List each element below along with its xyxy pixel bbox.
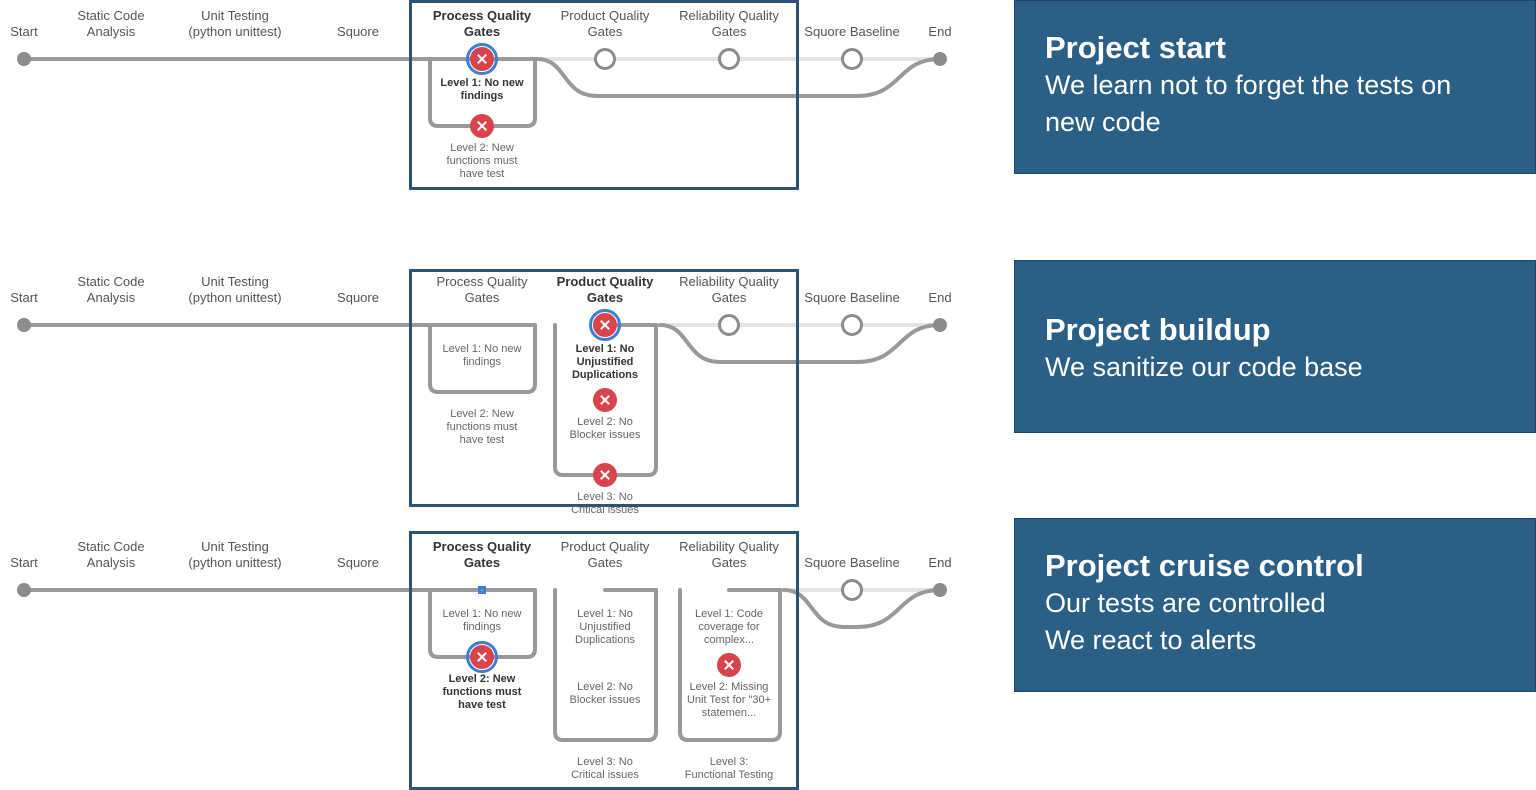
stage-label-unit-testing: Unit Testing (python unittest): [188, 8, 282, 39]
filled-dot-icon: [933, 52, 947, 66]
stage-label-reliability: Reliability Quality Gates: [679, 539, 779, 570]
highlight-frame: [409, 0, 799, 190]
stage-label-squore: Squore: [337, 24, 379, 39]
sub-label-no-blocker: Level 2: No Blocker issues: [569, 416, 641, 441]
stage-label-squore: Squore: [337, 555, 379, 570]
pipeline-2: Start Static Code Analysis Unit Testing (p…: [0, 266, 1000, 516]
bypass-line: [658, 323, 942, 364]
panel-project-buildup: Project buildup We sanitize our code bas…: [1014, 260, 1536, 433]
stage-label-baseline: Squore Baseline: [804, 555, 900, 570]
sub-label-no-blocker: Level 2: No Blocker issues: [569, 681, 641, 706]
filled-dot-icon: [17, 583, 31, 597]
stage-label-product: Product Quality Gates: [556, 274, 654, 305]
empty-circle-icon: [841, 48, 863, 70]
bypass-line: [782, 588, 942, 629]
sub-label-no-unjustified-dup: Level 1: No Unjustified Duplications: [571, 343, 639, 381]
stage-label-process: Process Quality Gates: [432, 8, 532, 39]
stage-label-baseline: Squore Baseline: [804, 290, 900, 305]
sub-label-functional-testing: Level 3: Functional Testing: [684, 756, 774, 781]
stage-label-baseline: Squore Baseline: [804, 24, 900, 39]
panel-text: We learn not to forget the tests on: [1045, 70, 1452, 100]
filled-dot-icon: [17, 318, 31, 332]
panel-text: Our tests are controlled: [1045, 588, 1326, 618]
sub-label-new-functions-test: Level 2: New functions must have test: [446, 142, 518, 180]
sub-label-new-functions-test: Level 2: New functions must have test: [446, 408, 518, 446]
stage-label-static-code: Static Code Analysis: [77, 274, 145, 305]
branch-box: [428, 323, 537, 394]
cross-icon: [466, 43, 498, 75]
sub-label-new-functions-test: Level 2: New functions must have test: [442, 673, 522, 711]
panel-project-start: Project start We learn not to forget the…: [1014, 0, 1536, 174]
cross-icon: [470, 114, 494, 138]
stage-label-start: Start: [10, 24, 38, 39]
sub-label-no-new-findings: Level 1: No new findings: [442, 343, 522, 368]
pipeline-connectors: [22, 588, 942, 742]
stage-label-product: Product Quality Gates: [560, 539, 650, 570]
branch-box: [678, 588, 782, 742]
stage-label-end: End: [928, 555, 952, 570]
empty-circle-icon: [594, 48, 616, 70]
cross-icon: [593, 388, 617, 412]
stage-label-process: Process Quality Gates: [436, 274, 528, 305]
cross-icon: [589, 309, 621, 341]
cross-icon: [717, 653, 741, 677]
sub-label-no-critical: Level 3: No Critical issues: [571, 756, 639, 781]
pipeline-3: Start Static Code Analysis Unit Testing (p…: [0, 531, 1000, 790]
stage-label-end: End: [928, 24, 952, 39]
empty-circle-icon: [841, 579, 863, 601]
panel-text: We react to alerts: [1045, 625, 1257, 655]
highlight-frame: [409, 269, 799, 507]
filled-dot-icon: [933, 318, 947, 332]
bypass-line: [535, 57, 942, 98]
stage-label-unit-testing: Unit Testing (python unittest): [188, 274, 282, 305]
sub-label-no-critical: Level 3: No Critical issues: [571, 491, 639, 516]
stage-label-reliability: Reliability Quality Gates: [679, 8, 779, 39]
sub-label-no-new-findings: Level 1: No new findings: [442, 608, 522, 633]
stage-label-reliability: Reliability Quality Gates: [679, 274, 779, 305]
pipeline-1: Start Static Code Analysis Unit Testing (p…: [0, 0, 1000, 196]
branch-box: [553, 588, 658, 742]
panel-title: Project start: [1045, 30, 1226, 65]
stage-label-start: Start: [10, 555, 38, 570]
filled-dot-icon: [17, 52, 31, 66]
cross-icon: [593, 463, 617, 487]
panel-project-cruise-control: Project cruise control Our tests are con…: [1014, 518, 1536, 692]
pipeline-connectors: [22, 57, 942, 128]
sub-label-no-new-findings: Level 1: No new findings: [440, 77, 524, 102]
stage-label-product: Product Quality Gates: [560, 8, 650, 39]
empty-circle-icon: [841, 314, 863, 336]
panel-title: Project buildup: [1045, 312, 1271, 347]
cross-icon: [466, 641, 498, 673]
panel-text: new code: [1045, 107, 1161, 137]
stage-label-static-code: Static Code Analysis: [77, 539, 145, 570]
sub-label-code-coverage: Level 1: Code coverage for complex...: [695, 608, 763, 646]
empty-circle-icon: [718, 314, 740, 336]
stage-label-end: End: [928, 290, 952, 305]
sub-label-missing-unit-test: Level 2: Missing Unit Test for "30+ stat…: [686, 681, 772, 719]
stage-label-squore: Squore: [337, 290, 379, 305]
empty-circle-icon: [718, 48, 740, 70]
stage-label-process: Process Quality Gates: [432, 539, 532, 570]
panel-text: We sanitize our code base: [1045, 352, 1363, 382]
stage-label-static-code: Static Code Analysis: [77, 8, 145, 39]
panel-title: Project cruise control: [1045, 548, 1364, 583]
filled-dot-icon: [933, 583, 947, 597]
stage-label-unit-testing: Unit Testing (python unittest): [188, 539, 282, 570]
sub-label-no-unjustified-dup: Level 1: No Unjustified Duplications: [575, 608, 635, 646]
stage-label-start: Start: [10, 290, 38, 305]
